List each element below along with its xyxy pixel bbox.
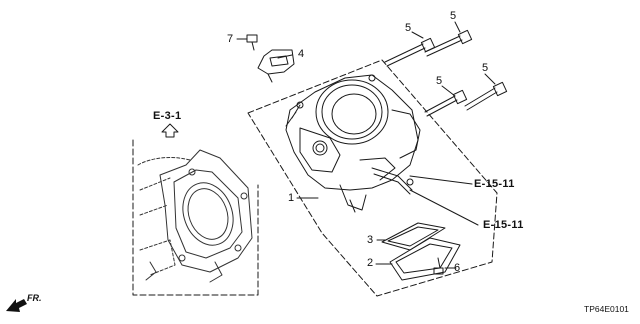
e31-arrow [161, 123, 179, 138]
reference-e-15-11-top: E-15-11 [474, 178, 515, 190]
throttle-body [285, 74, 421, 213]
leader-lines [236, 21, 496, 269]
fr-direction-arrow [6, 299, 27, 312]
manifold-boundary [132, 139, 259, 296]
cover-screw [433, 257, 444, 275]
callout-5-c: 5 [436, 75, 443, 87]
callout-1: 1 [288, 192, 295, 204]
callout-5-d: 5 [482, 62, 489, 74]
diagram-code: TP64E0101 [584, 304, 629, 314]
reference-e-3-1: E-3-1 [153, 110, 182, 122]
gasket [381, 222, 446, 251]
sensor-bracket [257, 49, 295, 83]
assembly-boundary [247, 59, 498, 297]
callout-7: 7 [227, 33, 234, 45]
callout-5-a: 5 [405, 22, 412, 34]
intake-manifold [137, 149, 253, 283]
fr-direction-label: FR. [27, 293, 42, 303]
cover-plate [389, 237, 461, 281]
reference-e-15-11-bottom: E-15-11 [483, 219, 524, 231]
callout-4: 4 [298, 48, 305, 60]
callout-6: 6 [454, 262, 461, 274]
callout-2: 2 [367, 257, 374, 269]
callout-3: 3 [367, 234, 374, 246]
callout-5-b: 5 [450, 10, 457, 22]
bracket-bolt [246, 34, 258, 51]
mounting-bolts [384, 29, 508, 117]
